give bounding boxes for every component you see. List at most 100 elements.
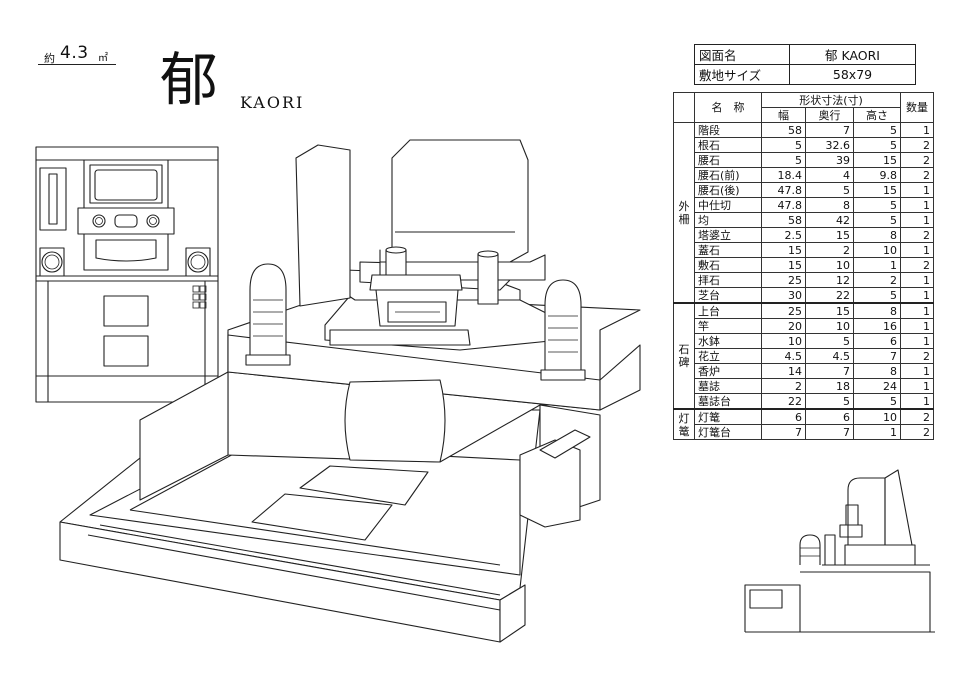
spec-part-name: 水鉢 [694, 333, 762, 349]
spec-header-row: 幅 奥行 高さ [674, 107, 934, 123]
spec-qty: 1 [900, 242, 934, 258]
spec-depth: 5 [805, 393, 854, 410]
spec-part-name: 中仕切 [694, 197, 762, 213]
spec-header-height: 高さ [853, 107, 901, 123]
spec-qty: 2 [900, 348, 934, 364]
spec-depth: 39 [805, 152, 854, 168]
spec-width: 47.8 [761, 197, 806, 213]
spec-height: 2 [853, 272, 901, 288]
spec-width: 14 [761, 363, 806, 379]
spec-depth: 7 [805, 122, 854, 138]
spec-depth: 10 [805, 318, 854, 334]
spec-height: 16 [853, 318, 901, 334]
spec-qty: 1 [900, 212, 934, 228]
spec-qty: 1 [900, 302, 934, 319]
spec-part-name: 根石 [694, 137, 762, 153]
spec-height: 5 [853, 122, 901, 138]
spec-qty: 2 [900, 227, 934, 243]
spec-part-name: 階段 [694, 122, 762, 138]
spec-width: 10 [761, 333, 806, 349]
spec-part-name: 墓誌台 [694, 393, 762, 410]
spec-header-row: 名 称 形状寸法(寸) 数量 [673, 92, 934, 123]
area-unit: ㎡ [98, 53, 108, 64]
spec-part-name: 花立 [694, 348, 762, 364]
spec-header-depth: 奥行 [805, 107, 854, 123]
spec-height: 5 [853, 212, 901, 228]
spec-width: 25 [761, 302, 806, 319]
spec-part-name: 蓋石 [694, 242, 762, 258]
spec-part-name: 敷石 [694, 257, 762, 273]
spec-height: 6 [853, 333, 901, 349]
spec-header-dimensions: 形状寸法(寸) [761, 92, 901, 108]
spec-width: 18.4 [761, 167, 806, 183]
spec-width: 2 [761, 378, 806, 394]
spec-width: 58 [761, 122, 806, 138]
info-row: 敷地サイズ 58x79 [694, 64, 916, 85]
spec-width: 7 [761, 424, 806, 440]
info-value: 郁 KAORI [789, 44, 916, 65]
perspective-drawing [59, 139, 641, 643]
drawing-info-table: 図面名 郁 KAORI 敷地サイズ 58x79 [694, 44, 916, 85]
spec-depth: 15 [805, 302, 854, 319]
spec-qty: 2 [900, 257, 934, 273]
spec-part-name: 墓誌 [694, 378, 762, 394]
spec-width: 15 [761, 257, 806, 273]
spec-header-group [673, 92, 695, 123]
spec-height: 8 [853, 363, 901, 379]
spec-part-name: 灯篭 [694, 408, 762, 425]
spec-qty: 2 [900, 137, 934, 153]
spec-part-name: 竿 [694, 318, 762, 334]
spec-depth: 5 [805, 333, 854, 349]
spec-qty: 1 [900, 378, 934, 394]
spec-qty: 2 [900, 408, 934, 425]
spec-width: 6 [761, 408, 806, 425]
spec-height: 10 [853, 242, 901, 258]
spec-depth: 18 [805, 378, 854, 394]
spec-part-name: 香炉 [694, 363, 762, 379]
info-label: 図面名 [694, 44, 790, 65]
spec-qty: 1 [900, 272, 934, 288]
spec-depth: 4.5 [805, 348, 854, 364]
spec-group-label: 外 柵 [673, 122, 695, 304]
spec-height: 5 [853, 197, 901, 213]
spec-width: 22 [761, 393, 806, 410]
spec-width: 58 [761, 212, 806, 228]
spec-qty: 1 [900, 287, 934, 304]
spec-depth: 22 [805, 287, 854, 304]
spec-group-label: 灯 篭 [673, 408, 695, 440]
design-title-kanji: 郁 [160, 46, 219, 114]
side-elevation-drawing [744, 469, 935, 633]
spec-width: 47.8 [761, 182, 806, 198]
spec-width: 5 [761, 137, 806, 153]
spec-height: 8 [853, 227, 901, 243]
spec-height: 5 [853, 393, 901, 410]
lantern-left [245, 263, 291, 366]
spec-depth: 8 [805, 197, 854, 213]
spec-header-name: 名 称 [694, 92, 762, 123]
spec-depth: 2 [805, 242, 854, 258]
spec-part-name: 拝石 [694, 272, 762, 288]
spec-qty: 2 [900, 167, 934, 183]
spec-qty: 1 [900, 197, 934, 213]
spec-depth: 5 [805, 182, 854, 198]
spec-width: 30 [761, 287, 806, 304]
spec-group-label: 石 碑 [673, 302, 695, 410]
spec-qty: 1 [900, 393, 934, 410]
spec-height: 24 [853, 378, 901, 394]
spec-depth: 6 [805, 408, 854, 425]
spec-depth: 4 [805, 167, 854, 183]
design-title-roman: KAORI [240, 93, 305, 112]
spec-qty: 1 [900, 333, 934, 349]
